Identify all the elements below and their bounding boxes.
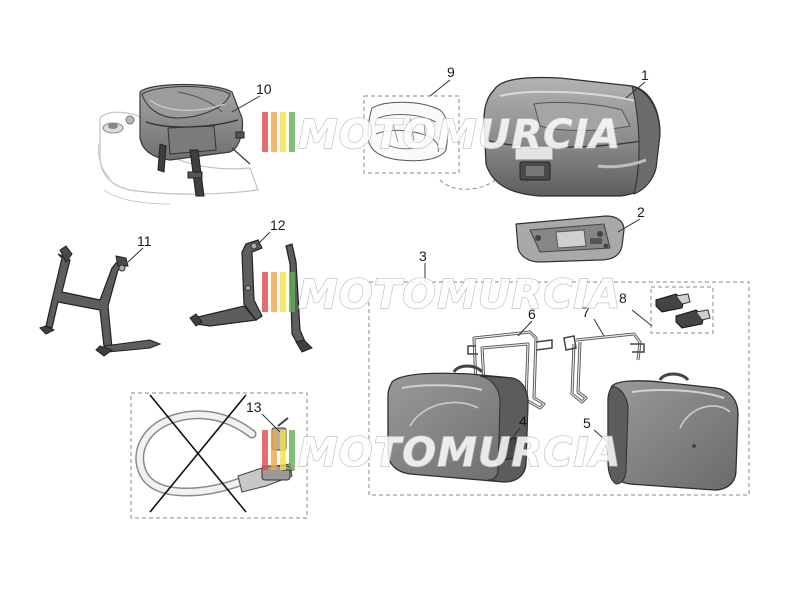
side-case-kit-group: [368, 281, 750, 496]
watermark-stripe: [271, 272, 277, 312]
watermark-stripe: [280, 112, 286, 152]
callout-11: 11: [137, 233, 152, 249]
callout-2: 2: [637, 204, 645, 220]
watermark-stripe: [262, 430, 268, 470]
callout-1: 1: [641, 67, 649, 83]
watermark-stripe: [262, 272, 268, 312]
callout-9: 9: [447, 64, 455, 80]
key-set-part: [650, 286, 714, 334]
tank-bag-part: [97, 83, 259, 205]
right-pannier-frame-part: [563, 332, 645, 404]
watermark-stripe: [280, 430, 286, 470]
cable-lock-part: [130, 392, 308, 519]
callout-4: 4: [519, 413, 527, 429]
watermark-stripe: [271, 430, 277, 470]
watermark-stripe: [262, 112, 268, 152]
center-stand-part: [39, 245, 162, 357]
watermark-text: MOTOMURCIA: [298, 272, 621, 318]
callout-6: 6: [528, 306, 536, 322]
mounting-plate-part: [515, 215, 625, 263]
callout-12: 12: [270, 217, 286, 233]
watermark-text: MOTOMURCIA: [298, 430, 621, 476]
left-side-case-part: [387, 364, 529, 483]
callout-labels: 1 2 3 4 5 6 7 8 9 10 11 12 13: [137, 64, 649, 431]
watermark-stripe: [280, 272, 286, 312]
watermark-stripe: [289, 272, 295, 312]
watermark-text: MOTOMURCIA: [298, 112, 621, 158]
callout-8: 8: [619, 290, 627, 306]
watermark-stripe: [271, 112, 277, 152]
rain-cover-part: [363, 95, 499, 190]
watermark-bottom: MOTOMURCIA: [262, 429, 621, 477]
right-side-case-part: [607, 372, 739, 491]
callout-10: 10: [256, 81, 272, 97]
watermark-top: MOTOMURCIA: [262, 111, 621, 159]
callout-3: 3: [419, 248, 427, 264]
watermark-middle: MOTOMURCIA: [262, 271, 621, 319]
callout-5: 5: [583, 415, 591, 431]
callout-7: 7: [582, 304, 590, 320]
callout-13: 13: [246, 399, 262, 415]
leader-lines: [127, 79, 653, 445]
top-case-part: [483, 76, 661, 197]
watermark-stripe: [289, 112, 295, 152]
watermark-stripe: [289, 430, 295, 470]
